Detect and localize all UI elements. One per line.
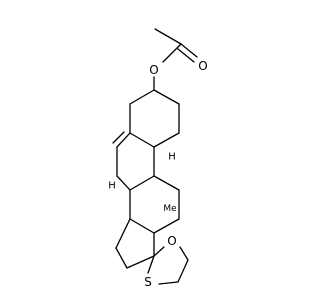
bond-ch2-ch2 <box>177 259 189 283</box>
bond-c8-c9 <box>129 175 155 191</box>
acetate-group <box>153 28 198 91</box>
ester-oxygen-label: O <box>149 63 158 77</box>
bond-ch2-s <box>158 281 179 285</box>
oxathiolane-ring <box>147 246 189 285</box>
bond-carbonyl-double-b <box>177 48 195 63</box>
h-c8-label: H <box>108 181 116 192</box>
ring-b <box>112 131 155 191</box>
bond-carbonyl-double-a <box>180 43 198 58</box>
bond-c3-c4 <box>129 89 155 105</box>
bond-c12-c13 <box>153 218 180 234</box>
h-c9-label: H <box>168 152 176 163</box>
bond-acetyl-methyl <box>154 28 182 45</box>
ring-c <box>129 175 180 234</box>
methyl-label: Me <box>163 204 177 214</box>
bond-c5-c6-double <box>112 131 125 144</box>
bond-c3-c2 <box>153 89 180 105</box>
bond-c1-c10 <box>153 132 180 148</box>
bond-c13-c14 <box>129 218 155 234</box>
bond-acyl-to-ester-o <box>162 43 182 63</box>
ring-a <box>129 89 180 148</box>
molecule-diagram: O O O S H H Me <box>108 28 208 289</box>
bond-c5-c6 <box>116 132 131 148</box>
bond-c7-c8 <box>116 175 131 191</box>
ring-oxygen-label: O <box>167 234 176 248</box>
bond-s-c17 <box>147 255 155 274</box>
ring-d <box>115 218 155 269</box>
sulfur-label: S <box>144 275 152 289</box>
bond-c15-c16 <box>115 247 128 269</box>
bond-c17-o <box>153 246 165 257</box>
carbonyl-oxygen-label: O <box>198 59 207 73</box>
bond-c9-c11 <box>153 175 180 191</box>
bond-o-ch2 <box>179 246 189 261</box>
bond-c14-c15 <box>115 218 131 249</box>
bond-c10-c5 <box>129 132 155 148</box>
bond-c16-c17 <box>126 255 155 269</box>
